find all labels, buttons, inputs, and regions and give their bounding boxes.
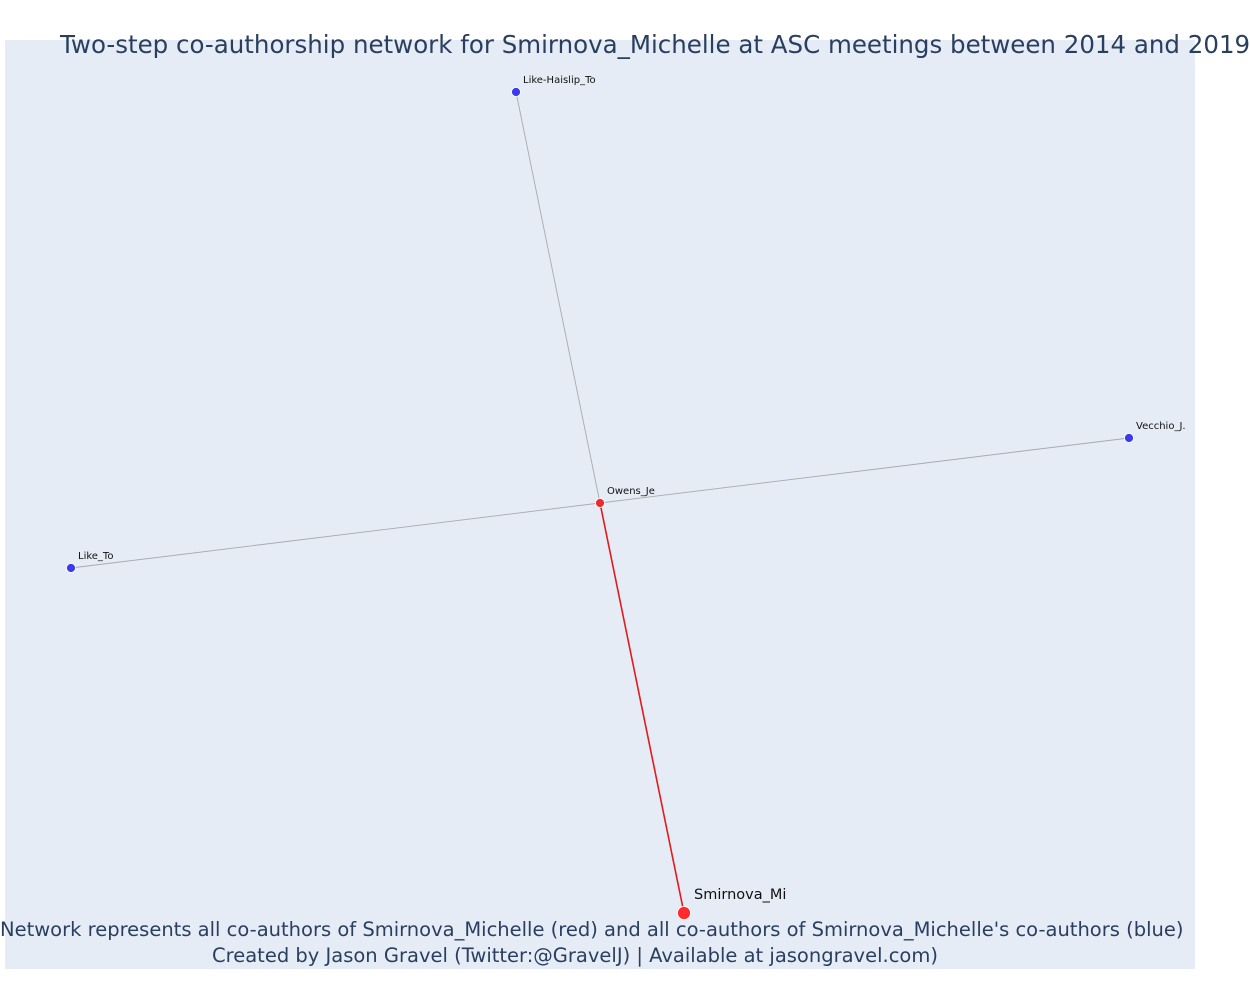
node-smirnova[interactable]	[677, 906, 691, 920]
node-label-owens: Owens_Je	[607, 486, 655, 497]
node-like[interactable]	[66, 563, 76, 573]
node-label-smirnova: Smirnova_Mi	[694, 887, 786, 903]
caption-line-2: Created by Jason Gravel (Twitter:@Gravel…	[212, 944, 938, 967]
node-label-vecchio: Vecchio_J.	[1136, 421, 1186, 432]
node-vecchio[interactable]	[1124, 433, 1134, 443]
node-owens[interactable]	[595, 498, 605, 508]
nodes-layer	[66, 87, 1134, 920]
network-graph: Smirnova_Mi Owens_Je Like-Haislip_ToVecchi…	[66, 75, 1186, 920]
node-label-like: Like_To	[78, 551, 113, 562]
edge-smirnova-owens	[599, 502, 685, 914]
edge-owens-vecchio	[599, 437, 1130, 504]
chart-title: Two-step co-authorship network for Smirn…	[60, 30, 1250, 59]
edges-layer	[70, 91, 1130, 914]
caption-line-1: Network represents all co-authors of Smi…	[0, 918, 1184, 941]
node-label-like-haislip: Like-Haislip_To	[523, 75, 596, 86]
edge-owens-like-haislip	[515, 91, 601, 504]
edge-owens-like	[70, 502, 601, 569]
labels-layer: Smirnova_Mi Owens_Je Like-Haislip_ToVecchi…	[78, 75, 1186, 903]
node-like-haislip[interactable]	[511, 87, 521, 97]
